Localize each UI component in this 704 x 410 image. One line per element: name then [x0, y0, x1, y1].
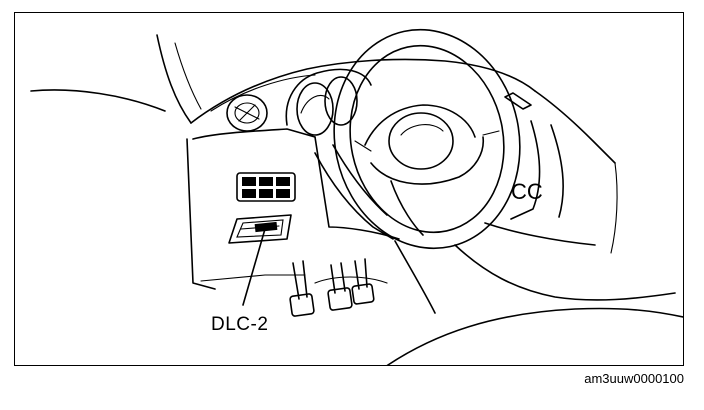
dlc2-callout-label: DLC-2	[211, 314, 269, 335]
dashboard-illustration: CC	[30, 28, 683, 365]
seat-contour	[386, 307, 683, 365]
a-pillar	[156, 34, 192, 124]
center-console	[510, 120, 541, 220]
pedals	[289, 258, 375, 317]
steering-wheel	[333, 28, 521, 250]
switch-panel	[236, 172, 296, 202]
figure-frame: CC DLC-2	[14, 12, 684, 366]
instrument-cluster	[285, 68, 372, 126]
console-marks: CC	[511, 179, 543, 204]
dashboard-top	[190, 58, 536, 124]
steering-column	[314, 152, 394, 240]
callout-leader	[242, 228, 266, 306]
dash-panel-left	[186, 138, 216, 290]
dlc2-connector	[228, 214, 292, 244]
figure-code: am3uuw0000100	[584, 371, 684, 386]
